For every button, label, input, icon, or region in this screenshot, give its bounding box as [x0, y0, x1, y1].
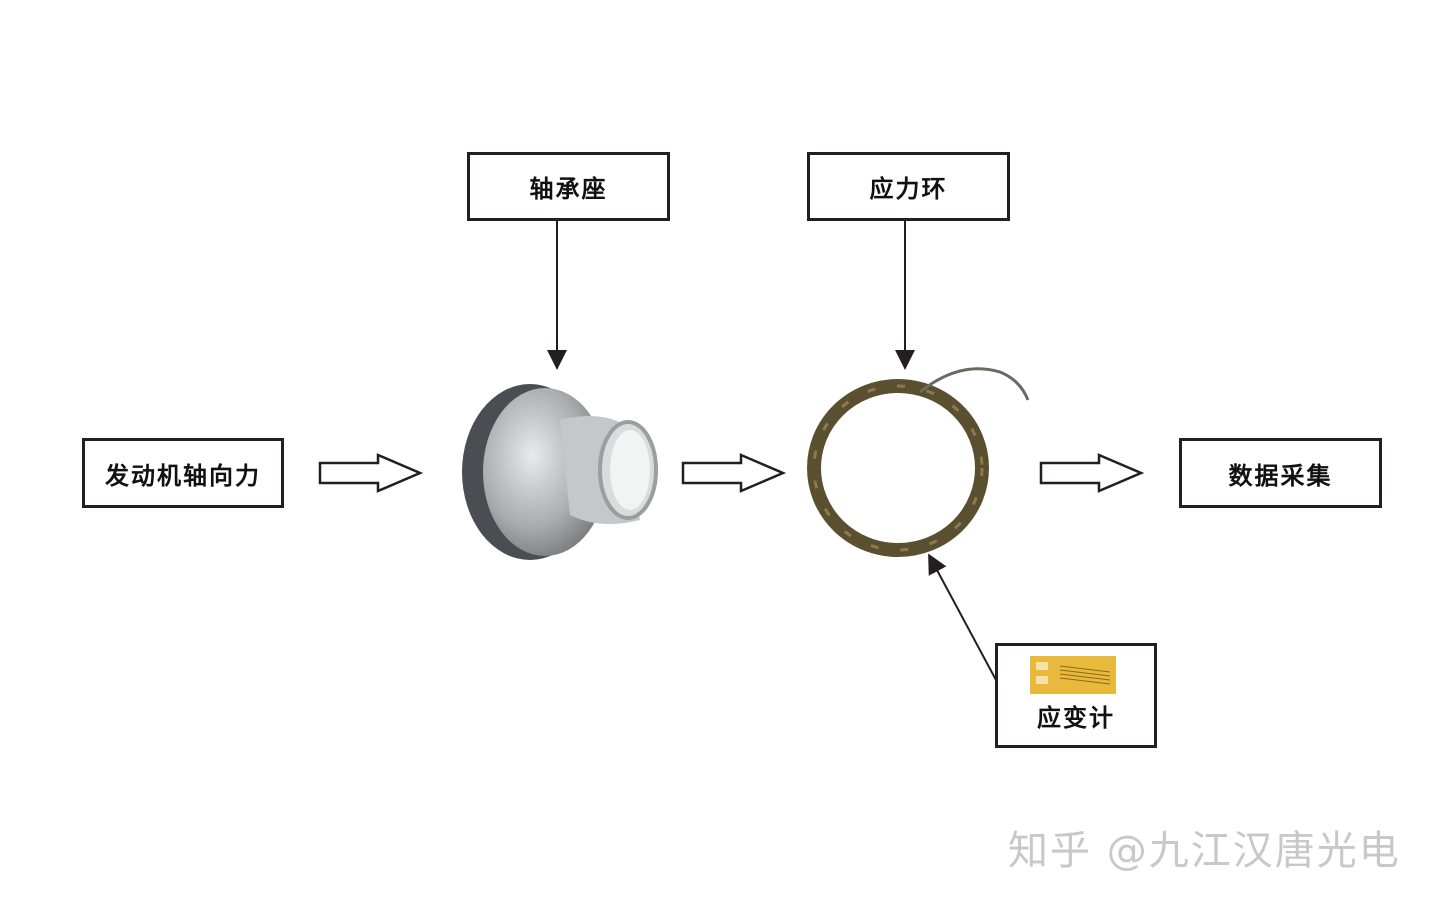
strain-gauge-label: 应变计 [1037, 703, 1115, 732]
strain-gauge-box: 应变计 [995, 643, 1157, 748]
input-force-box: 发动机轴向力 [82, 438, 284, 508]
data-acquisition-box: 数据采集 [1179, 438, 1382, 508]
hollow-arrow-2 [681, 453, 787, 493]
hollow-arrow-1 [318, 453, 424, 493]
stress-ring-image [807, 367, 1030, 557]
bearing-seat-image [462, 384, 658, 560]
strain-gauge-image [1030, 656, 1116, 694]
hollow-arrow-3 [1039, 453, 1145, 493]
bearing-seat-box: 轴承座 [467, 152, 670, 221]
arrow-strain-gauge [928, 553, 997, 681]
stress-ring-box: 应力环 [807, 152, 1010, 221]
watermark: 知乎 @九江汉唐光电 [1008, 828, 1401, 874]
